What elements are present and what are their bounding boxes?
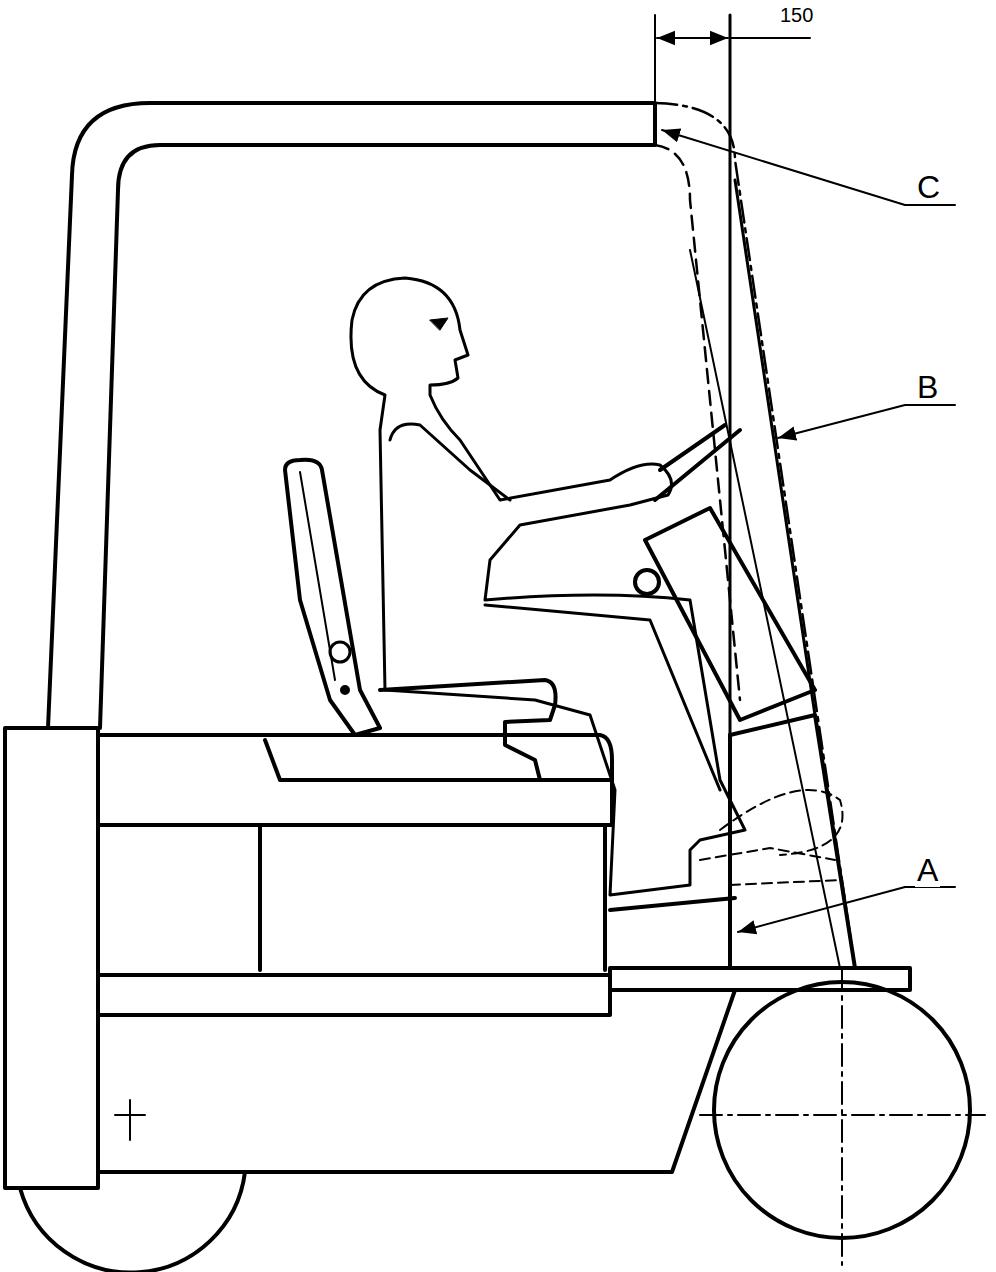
dimension-label: 150 [778, 4, 815, 26]
callout-letter: B [915, 370, 940, 404]
callout-letter: C [915, 170, 942, 204]
callout-letter: A [915, 853, 940, 887]
